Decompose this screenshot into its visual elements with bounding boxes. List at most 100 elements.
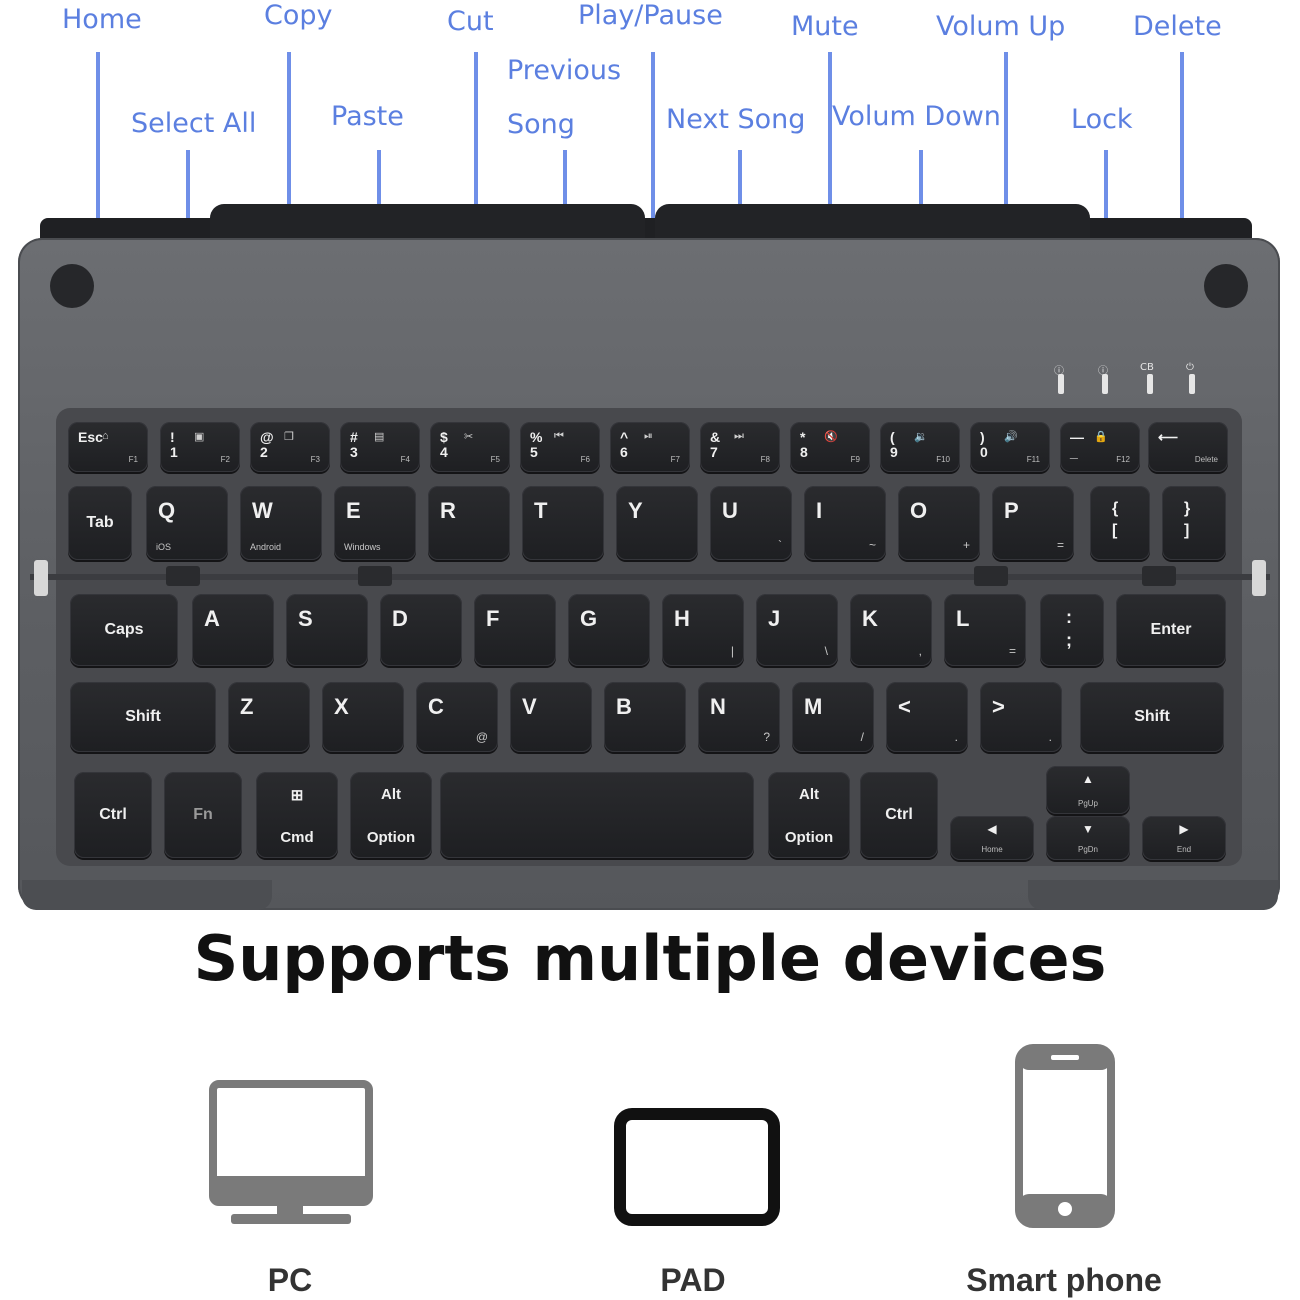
key-o[interactable]: O+ <box>898 486 980 560</box>
key-tab[interactable]: Tab <box>68 486 132 560</box>
key-shift-right[interactable]: Shift <box>1080 682 1224 752</box>
key-fn-8[interactable]: & 7⏭F8 <box>700 422 780 472</box>
key-f[interactable]: F <box>474 594 556 666</box>
key-symbol: * 8 <box>800 429 808 461</box>
key-secondary-symbol: | <box>730 644 734 658</box>
key-fn-2[interactable]: ! 1▣F2 <box>160 422 240 472</box>
label-volume-up: Volum Up <box>936 11 1066 42</box>
indicator-led <box>1058 374 1064 394</box>
key-s[interactable]: S <box>286 594 368 666</box>
key-n[interactable]: N? <box>698 682 780 752</box>
key-ctrl-right[interactable]: Ctrl <box>860 772 938 858</box>
key-caps[interactable]: Caps <box>70 594 178 666</box>
key-d[interactable]: D <box>380 594 462 666</box>
side-hinge-pin <box>1252 560 1266 596</box>
key-secondary-symbol: ~ <box>868 538 876 552</box>
key-h[interactable]: H| <box>662 594 744 666</box>
key-fn-4[interactable]: # 3▤F4 <box>340 422 420 472</box>
key-fn-7[interactable]: ^ 6⏯F7 <box>610 422 690 472</box>
key-fn-3[interactable]: @ 2❐F3 <box>250 422 330 472</box>
key-media-icon: ⏯ <box>644 430 653 442</box>
key-{[[interactable]: { [ <box>1090 486 1150 560</box>
key-function-label: F9 <box>850 455 860 464</box>
label-previous: Previous <box>507 55 622 86</box>
key-function-label: F6 <box>580 455 590 464</box>
key-b[interactable]: B <box>604 682 686 752</box>
key-shift[interactable]: Shift <box>70 682 216 752</box>
key-fn[interactable]: Fn <box>164 772 242 858</box>
key-x[interactable]: X <box>322 682 404 752</box>
key-arrow-left[interactable]: ◀Home <box>950 816 1034 860</box>
key-secondary-symbol: , <box>918 644 922 658</box>
key-period[interactable]: >. <box>980 682 1062 752</box>
magnet-right <box>1204 264 1248 308</box>
key-fn-9[interactable]: * 8 🔇 F9 <box>790 422 870 472</box>
key-fn-11[interactable]: ) 0🔊F11 <box>970 422 1050 472</box>
key-comma[interactable]: <. <box>886 682 968 752</box>
key-function-label: End <box>1176 845 1192 854</box>
key-j[interactable]: J\ <box>756 594 838 666</box>
key-arrow-right[interactable]: ▶End <box>1142 816 1226 860</box>
key-symbol: % 5 <box>530 429 543 461</box>
fold-clip <box>358 566 392 586</box>
key-arrow-down[interactable]: ▼PgDn <box>1046 816 1130 860</box>
key-z[interactable]: Z <box>228 682 310 752</box>
key-m[interactable]: M/ <box>792 682 874 752</box>
key-fn-10[interactable]: ( 9🔉F10 <box>880 422 960 472</box>
hinge-segment-left <box>210 204 645 244</box>
key-label-bottom: Cmd <box>280 829 314 846</box>
key-g[interactable]: G <box>568 594 650 666</box>
key-label-top: Alt <box>381 786 401 803</box>
key-symbol: ^ 6 <box>620 429 629 461</box>
key-media-icon: 🔇 <box>824 431 838 443</box>
key-label: : ; <box>1066 607 1072 651</box>
key-cmd[interactable]: ⊞Cmd <box>256 772 338 858</box>
key-l[interactable]: L= <box>944 594 1026 666</box>
key-label: D <box>392 606 408 631</box>
key-k[interactable]: K, <box>850 594 932 666</box>
key-arrow-up[interactable]: ▲PgUp <box>1046 766 1130 814</box>
key-secondary-symbol: / <box>860 730 864 744</box>
key-enter[interactable]: Enter <box>1116 594 1226 666</box>
key-fn-12[interactable]: — _🔒F12 <box>1060 422 1140 472</box>
label-song: Song <box>507 109 575 140</box>
key-ctrl-left[interactable]: Ctrl <box>74 772 152 858</box>
key-p[interactable]: P= <box>992 486 1074 560</box>
key-v[interactable]: V <box>510 682 592 752</box>
label-select-all: Select All <box>131 108 257 139</box>
arrow-icon: ▼ <box>1082 822 1094 836</box>
key-}][interactable]: } ] <box>1162 486 1226 560</box>
key-secondary-symbol: ` <box>778 538 782 552</box>
key-label: Ctrl <box>99 806 127 823</box>
key-:;[interactable]: : ; <box>1040 594 1104 666</box>
key-a[interactable]: A <box>192 594 274 666</box>
key-label: P <box>1004 498 1019 523</box>
key-function-label: F1 <box>128 455 138 464</box>
key-label: Tab <box>86 514 114 531</box>
device-label-pc: PC <box>267 1262 313 1298</box>
key-os-label: Windows <box>344 542 381 552</box>
key-i[interactable]: I~ <box>804 486 886 560</box>
key-fn-6[interactable]: % 5⏮F6 <box>520 422 600 472</box>
headline: Supports multiple devices <box>193 922 1107 995</box>
spacebar[interactable] <box>440 772 754 858</box>
key-y[interactable]: Y <box>616 486 698 560</box>
key-fn-13[interactable]: ⟵Delete <box>1148 422 1228 472</box>
key-label: Shift <box>1134 708 1170 725</box>
key-function-label: F4 <box>400 455 410 464</box>
key-symbol: & 7 <box>710 429 721 461</box>
side-hinge-pin <box>34 560 48 596</box>
key-r[interactable]: R <box>428 486 510 560</box>
fold-clip <box>974 566 1008 586</box>
key-c[interactable]: C@ <box>416 682 498 752</box>
key-fn-5[interactable]: $ 4✂F5 <box>430 422 510 472</box>
key-u[interactable]: U` <box>710 486 792 560</box>
indicator-led <box>1189 374 1195 394</box>
key-fn-1[interactable]: Esc⌂F1 <box>68 422 148 472</box>
key-t[interactable]: T <box>522 486 604 560</box>
